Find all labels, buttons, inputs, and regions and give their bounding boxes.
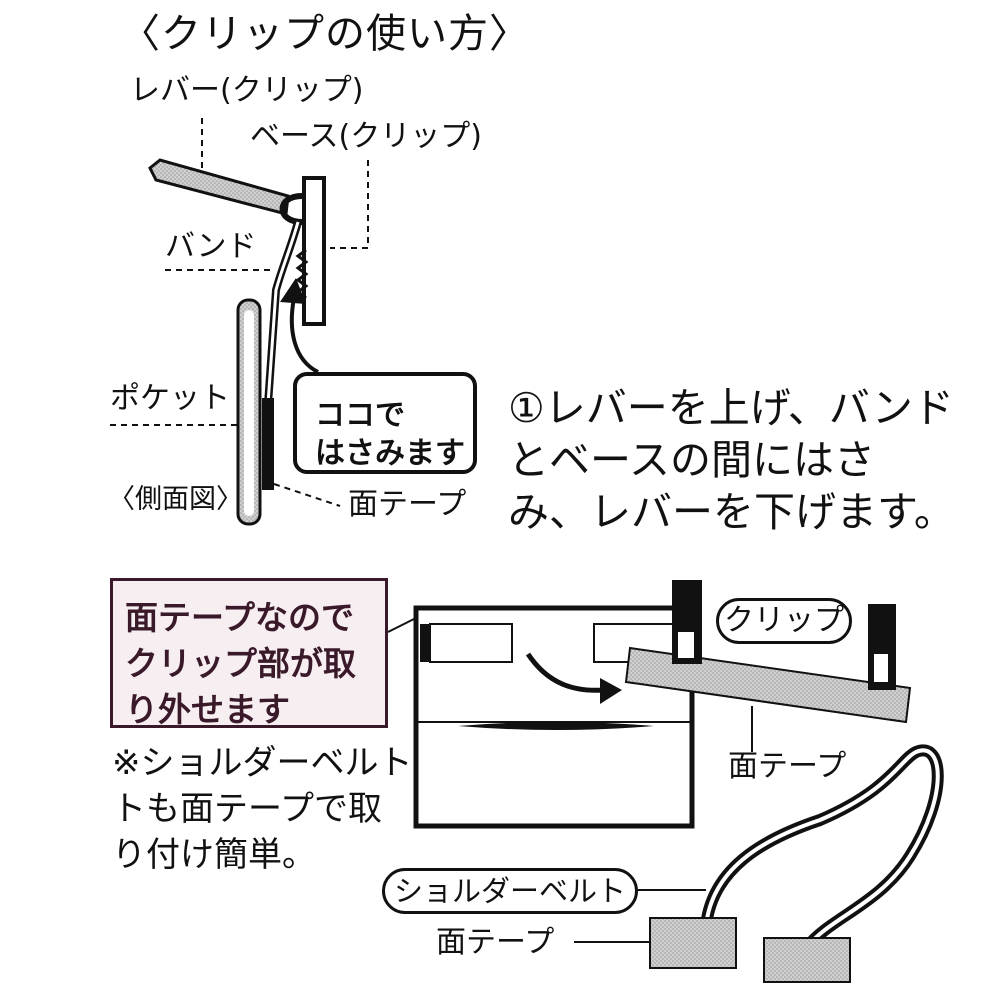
belt-tape-left — [649, 917, 737, 969]
removed-clip-right-inner — [874, 654, 888, 682]
face-tape-leader-line — [273, 483, 341, 507]
pocket-label: ポケット — [110, 381, 230, 416]
footnote-line-2: トも面テープで取 — [112, 789, 382, 829]
shoulder-belt-strap-inner — [704, 748, 940, 948]
step1-line-3: み、レバーを下げます。 — [508, 488, 955, 536]
insert-arrow — [289, 297, 319, 374]
footnote-line-3: り付け簡単。 — [112, 835, 316, 875]
band-shape-inner — [266, 221, 300, 405]
clip-label: クリップ — [716, 598, 852, 644]
face-tape-label-bottom: 面テープ — [436, 925, 555, 960]
callout-line-2: はさみます — [315, 436, 465, 471]
removed-clip-left-inner — [678, 632, 694, 658]
clip-tape-strip — [624, 646, 912, 724]
move-arrow — [525, 652, 605, 693]
belt-tape-right — [763, 937, 851, 983]
clip-base — [302, 176, 326, 326]
shoulder-belt-label: ショルダーベルト — [382, 868, 638, 914]
face-tape-label-mid: 面テープ — [728, 749, 847, 784]
note-leader-line — [387, 617, 417, 633]
pocket-side-inner — [244, 310, 254, 516]
clip-teeth — [295, 248, 309, 300]
face-tape-label-top: 面テープ — [348, 487, 467, 522]
note-line-1: 面テープなので — [125, 598, 355, 637]
move-arrow-head — [600, 678, 622, 704]
step1-line-2: とベースの間にはさ — [508, 436, 875, 484]
callout-box: ココで はさみます — [293, 372, 477, 474]
tape-spot-left — [429, 623, 513, 663]
hinge-loop — [279, 193, 303, 225]
callout-line-1: ココで — [315, 398, 405, 433]
base-leader-line — [330, 160, 369, 249]
side-view-label: 〈側面図〉 — [108, 484, 243, 515]
step1-line-1: ①レバーを上げ、バンド — [508, 384, 954, 432]
band-label: バンド — [165, 229, 257, 264]
removable-note-box: 面テープなので クリップ部が取 り外せます — [110, 578, 388, 729]
lever-label: レバー(クリップ) — [130, 73, 364, 108]
lever-shape — [148, 158, 290, 216]
face-tape-side — [262, 398, 274, 490]
base-label: ベース(クリップ) — [250, 119, 482, 154]
shoulder-belt-strap — [700, 744, 944, 950]
note-line-3: り外せます — [125, 690, 290, 729]
note-line-2: クリップ部が取 — [125, 644, 356, 683]
diagram-title: 〈クリップの使い方〉 — [120, 11, 530, 57]
insert-arrow-head — [280, 278, 306, 304]
tape-spot-left-dark — [420, 624, 430, 662]
footnote-line-1: ※ショルダーベルト — [112, 743, 413, 783]
pouch-zipper — [458, 722, 654, 730]
